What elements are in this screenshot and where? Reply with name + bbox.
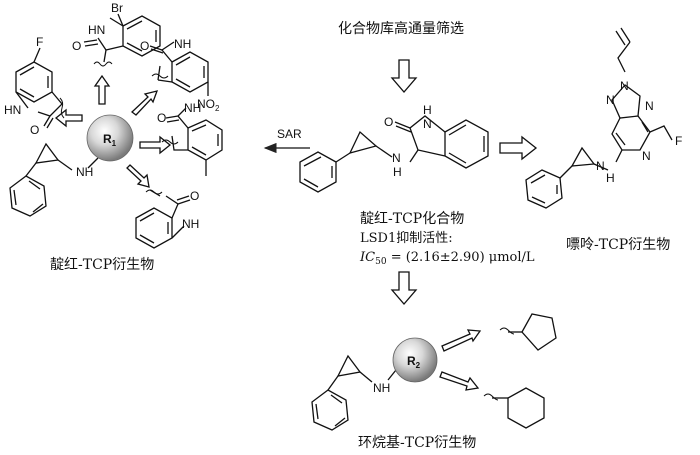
atom-nh-isatin: NH — [182, 217, 199, 231]
atom-h-link-purine: H — [606, 171, 615, 185]
atom-n-link-purine: N — [596, 159, 605, 173]
hit-compound-name: 靛红-TCP化合物 — [360, 211, 465, 227]
purine-derivatives-label: 嘌呤-TCP衍生物 — [566, 237, 671, 253]
atom-f-left: F — [36, 35, 43, 49]
r1-substitution-arrows — [54, 74, 172, 188]
substituent-bromo-isatin — [83, 13, 161, 67]
atom-f-purine: F — [675, 134, 682, 148]
atom-br: Br — [111, 1, 123, 15]
atom-o-isatin: O — [190, 189, 199, 203]
atom-hn-fluoro: HN — [4, 103, 21, 117]
atom-n7-purine: N — [606, 93, 615, 107]
screening-title: 化合物库高通量筛选 — [338, 21, 464, 37]
atom-nh-nitro: NH — [174, 37, 191, 51]
r1-label: R1 — [103, 132, 117, 148]
atom-h-hit: H — [423, 103, 432, 117]
atom-o-hit: O — [384, 115, 393, 129]
atom-h-link-hit: H — [393, 165, 402, 179]
r2-label: R2 — [407, 354, 421, 370]
isatin-derivative-core — [9, 142, 99, 217]
cycloalkyl-derivative — [311, 313, 557, 431]
cycloalkyl-arrow — [390, 271, 418, 305]
atom-n9-purine: N — [620, 79, 629, 93]
cycloalkyl-derivatives-label: 环烷基-TCP衍生物 — [358, 435, 477, 451]
atom-n1-purine: N — [642, 149, 651, 163]
substituent-methyl-isatin — [161, 107, 223, 176]
atom-nh-left: NH — [76, 165, 93, 179]
r2-sphere — [392, 337, 438, 383]
atom-n-link-hit: N — [392, 151, 401, 165]
atom-nh-methyl: NH — [184, 101, 201, 115]
atom-nh-bottom: NH — [373, 381, 390, 395]
screening-arrow — [390, 59, 418, 93]
atom-o-methyl: O — [157, 111, 166, 125]
hit-molecule — [299, 115, 489, 193]
atom-n-hit: N — [423, 117, 432, 131]
hit-assay-label: LSD1抑制活性: — [360, 231, 453, 246]
atom-o-bromo: O — [72, 39, 81, 53]
substituent-nitro-isatin — [149, 41, 209, 96]
atom-n3-purine: N — [645, 99, 654, 113]
atom-hn-bromo: HN — [88, 23, 105, 37]
substituent-isatin — [135, 189, 191, 249]
purine-arrow — [499, 135, 538, 161]
substituent-fluoro-isatin — [15, 47, 65, 129]
hit-ic50: IC50 = (2.16±2.90) μmol/L — [360, 250, 535, 267]
sar-label: SAR — [277, 127, 302, 141]
atom-o-fluoro: O — [30, 123, 39, 137]
r1-sphere — [86, 114, 134, 162]
atom-no2: NO2 — [197, 97, 220, 113]
isatin-derivatives-label: 靛红-TCP衍生物 — [50, 257, 155, 273]
purine-molecule — [525, 27, 673, 209]
atom-o-nitro: O — [140, 39, 149, 53]
